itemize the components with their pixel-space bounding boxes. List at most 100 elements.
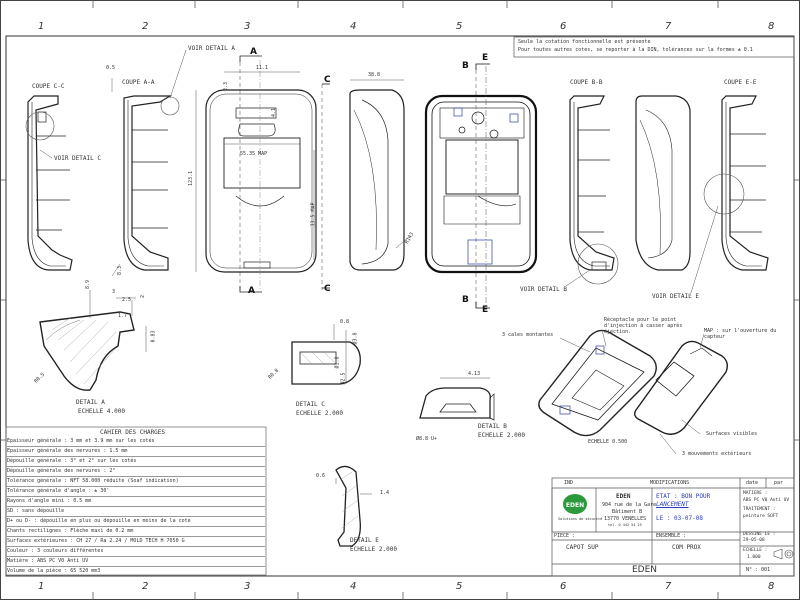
- iso-note-mouvements: 3 mouvements extérieurs: [682, 451, 752, 457]
- coupe-cc-view: [25, 95, 73, 271]
- section-letter: E: [482, 53, 489, 63]
- detail-e-title: DETAIL E: [350, 537, 379, 544]
- tb-ind: IND: [564, 480, 574, 486]
- coupe-bb-label: COUPE B-B: [570, 79, 603, 86]
- col-label: 2: [142, 21, 149, 32]
- front-view: [195, 55, 330, 293]
- dimension-label: 8.3: [117, 265, 124, 276]
- coupe-ee-view: [703, 95, 769, 271]
- col-label: 1: [38, 21, 45, 32]
- col-label: 7: [665, 581, 672, 592]
- tb-dessine-header: DESSINE LE :: [743, 532, 776, 537]
- voir-detail-b-label: VOIR DETAIL B: [520, 286, 567, 293]
- detail-c-drawing: [291, 324, 361, 385]
- tb-echelle-header: ECHELLE :: [743, 548, 768, 553]
- col-label: 3: [244, 21, 251, 32]
- tb-piece-header: PIECE :: [554, 533, 576, 539]
- col-label: 8: [768, 581, 775, 592]
- voir-detail-c-label: VOIR DETAIL C: [54, 155, 101, 162]
- logo-text: EDEN: [566, 502, 584, 509]
- tb-lancement: LANCEMENT: [656, 501, 689, 508]
- voir-detail-a-label: VOIR DETAIL A: [188, 45, 235, 52]
- col-label: 8: [768, 21, 775, 32]
- spec-row: Rayons d'angle mini : 0.5 mm: [7, 496, 265, 507]
- col-label: 4: [350, 581, 357, 592]
- detail-a-scale: ECHELLE 4.000: [78, 408, 125, 415]
- dimension-label: 2.3: [223, 81, 230, 92]
- spec-table: [5, 426, 267, 576]
- spec-row: Tolérance générale : NFT 58.000 réduite …: [7, 476, 265, 487]
- detail-c-scale: ECHELLE 2.000: [296, 410, 343, 417]
- col-label: 6: [560, 21, 567, 32]
- tb-date-header: date: [746, 480, 759, 486]
- col-label: 5: [456, 581, 463, 592]
- spec-row: Chants rectilignes : Flèche maxi de 0.2 …: [7, 526, 265, 537]
- tb-address-line: 904 rue de la Gare: [602, 502, 657, 508]
- detail-a-dim: 0.83: [150, 330, 157, 343]
- spec-row: Matière : ABS PC V0 Anti UV: [7, 556, 265, 567]
- detail-a-dim: 2.5: [122, 297, 132, 303]
- tb-echelle: 1.000: [747, 555, 761, 560]
- eden-logo-graphic: EDEN: [563, 494, 587, 514]
- tb-etat: ETAT : BON POUR: [656, 493, 711, 500]
- iso-note-map: MAP : sur l'ouverture du capteur: [704, 328, 777, 340]
- detail-a-title: DETAIL A: [76, 399, 105, 406]
- detail-e-drawing: [335, 465, 372, 547]
- coupe-cc-label: COUPE C-C: [32, 83, 65, 90]
- detail-b-title: DETAIL B: [478, 423, 507, 430]
- spec-row: SD : sans dépouille: [7, 506, 265, 517]
- tb-matiere-header: MATIERE :: [743, 491, 768, 496]
- tb-address-line: 13770 VENELLES: [604, 516, 647, 522]
- tb-modifications: MODIFICATIONS: [650, 480, 690, 486]
- section-letter: C: [324, 284, 331, 294]
- tb-piece: CAPOT SUP: [566, 544, 599, 551]
- iso-note-surfaces: Surfaces visibles: [706, 431, 758, 437]
- section-letter: A: [248, 286, 255, 296]
- detail-a-dim: 1.7: [118, 313, 128, 319]
- middle-side-view: [635, 95, 691, 271]
- detail-e-scale: ECHELLE 2.000: [350, 546, 397, 553]
- detail-e-dim: 0.6: [316, 473, 326, 479]
- iso-scale: ECHELLE 0.500: [588, 439, 628, 445]
- section-letter: C: [324, 75, 331, 85]
- col-label: 6: [560, 581, 567, 592]
- detail-a-dim: 3: [112, 289, 116, 295]
- detail-c-dim: Ø2.5: [340, 372, 347, 385]
- dimension-label: 55.35 MAP: [240, 151, 268, 157]
- tb-traitement-header: TRAITEMENT :: [743, 507, 776, 512]
- detail-b-dim: 4.13: [468, 371, 481, 377]
- note-line: Seule la cotation fonctionnelle est prés…: [518, 39, 651, 45]
- iso-note-receptacle: Réceptacle pour le point d'injection à c…: [604, 317, 683, 335]
- tb-matiere: ABS PC V0 Anti UV: [743, 498, 790, 503]
- spec-row: Tolérance générale d'angle : ± 30': [7, 486, 265, 497]
- note-line: Pour toutes autres cotes, se reporter à …: [518, 47, 753, 53]
- tb-number: N° : 001: [746, 567, 771, 573]
- coupe-ee-label: COUPE E-E: [724, 79, 757, 86]
- spec-row: Volume de la pièce : 65 520 mm3: [7, 566, 265, 577]
- col-label: 2: [142, 581, 149, 592]
- tb-ensemble: COM PROX: [672, 544, 701, 551]
- spec-title: CAHIER DES CHARGES: [100, 429, 166, 436]
- iso-view-closed: [633, 340, 729, 435]
- spec-row: Surfaces extérieures : CH 27 / Ra 2.24 /…: [7, 536, 265, 547]
- col-label: 7: [665, 21, 672, 32]
- dimension-label: 4.1: [271, 107, 278, 118]
- col-label: 1: [38, 581, 45, 592]
- detail-a-dim: 8.9: [85, 279, 92, 290]
- tb-le: LE : 03-07-08: [656, 515, 703, 522]
- title-block-frame: [551, 477, 795, 577]
- tb-traitement: peinture SOFT: [743, 514, 779, 519]
- voir-detail-e-label: VOIR DETAIL E: [652, 293, 699, 300]
- spec-row: Dépouille générale : 3° et 2° sur les co…: [7, 456, 265, 467]
- spec-row: Couleur : 3 couleurs différentes: [7, 546, 265, 557]
- detail-a-dim: 2: [140, 294, 147, 299]
- spec-row: Epaisseur générale : 3 mm et 3.9 mm sur …: [7, 436, 265, 447]
- coupe-bb-view: [569, 95, 619, 285]
- tb-company: EDEN: [616, 493, 631, 500]
- back-view: [424, 63, 538, 310]
- dimension-label: 38.8: [368, 72, 381, 78]
- detail-c-dim: 0.8: [340, 319, 350, 325]
- tb-ensemble-header: ENSEMBLE :: [656, 533, 687, 539]
- tb-address-line: tel. 0 442 54 25: [608, 523, 642, 527]
